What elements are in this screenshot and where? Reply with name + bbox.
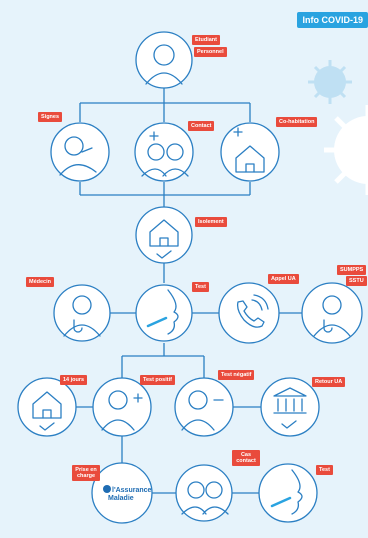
coughing-person-icon xyxy=(59,136,97,176)
label-etudiant: Etudiant xyxy=(192,35,220,45)
doctor-icon xyxy=(63,295,101,337)
label-personnel: Personnel xyxy=(194,47,227,57)
label-prise-en-charge: Prise en charge xyxy=(72,465,100,481)
label-cohabitation: Co-habitation xyxy=(276,117,318,127)
bank-icon xyxy=(273,387,307,429)
label-test-2: Test xyxy=(316,465,333,475)
contact-icon xyxy=(141,131,189,177)
node-isolement xyxy=(135,206,193,264)
assurance-maladie-logo: l'Assurance Maladie xyxy=(103,485,152,502)
house-plus-icon xyxy=(233,127,265,173)
node-sumpps xyxy=(301,282,363,344)
label-test-negatif: Test négatif xyxy=(218,370,255,380)
contact-icon xyxy=(181,481,229,515)
doctor-icon xyxy=(313,295,351,337)
node-retour-ua xyxy=(260,377,320,437)
virus-icon xyxy=(308,60,352,104)
label-medecin: Médecin xyxy=(26,277,55,287)
node-test xyxy=(135,284,193,342)
label-retour-ua: Retour UA xyxy=(312,377,346,387)
house-check-icon xyxy=(32,391,62,431)
svg-text:Maladie: Maladie xyxy=(108,495,134,502)
node-medecin xyxy=(53,284,111,342)
node-test-2 xyxy=(258,463,318,523)
node-prise-en-charge xyxy=(91,462,153,524)
node-etudiant xyxy=(135,31,193,89)
svg-text:l'Assurance: l'Assurance xyxy=(112,487,152,494)
swab-test-icon xyxy=(146,289,179,335)
swab-test-icon xyxy=(270,469,303,515)
info-covid-badge: Info COVID-19 xyxy=(297,12,368,28)
node-14-jours xyxy=(17,377,77,437)
label-test-positif: Test positif xyxy=(140,375,175,385)
node-appel-ua xyxy=(218,282,280,344)
person-minus-icon xyxy=(181,390,224,431)
house-check-icon xyxy=(149,219,179,259)
label-test: Test xyxy=(192,282,209,292)
phone-icon xyxy=(236,294,269,328)
person-icon xyxy=(145,44,183,85)
label-sumpps: SUMPPS xyxy=(337,265,367,275)
person-plus-icon xyxy=(101,390,143,431)
label-14-jours: 14 jours xyxy=(60,375,88,385)
label-appel-ua: Appel UA xyxy=(268,274,299,284)
node-test-positif xyxy=(92,377,152,437)
label-contact: Contact xyxy=(188,121,215,131)
label-signes: Signes xyxy=(38,112,63,122)
label-cas-contact: Cas contact xyxy=(232,450,260,466)
virus-icon xyxy=(324,105,368,195)
label-isolement: Isolement xyxy=(195,217,227,227)
label-sstu: SSTU xyxy=(346,276,367,286)
